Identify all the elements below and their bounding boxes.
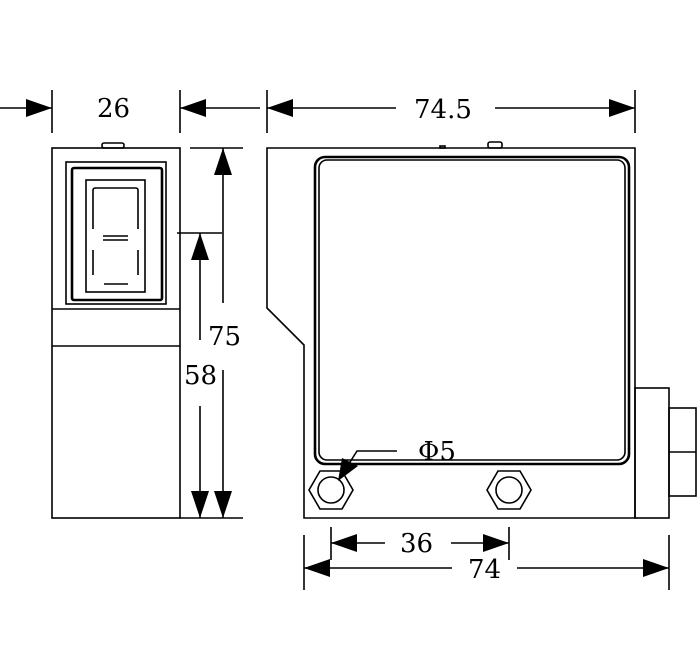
dimension-label: 75 [208, 322, 241, 352]
mounting-hole-left [308, 470, 354, 510]
side-view [51, 142, 181, 519]
connector [634, 387, 697, 519]
seven-segment-digit-icon [92, 187, 139, 285]
dimension-26: 26 [0, 90, 260, 133]
front-view [266, 141, 697, 519]
dimension-label: 26 [97, 94, 130, 124]
mounting-hole-right [486, 470, 532, 510]
dimension-label: 74.5 [414, 95, 472, 125]
dimension-74: 74 [303, 535, 670, 590]
dimension-hole-diameter: Φ5 [338, 437, 456, 481]
dimension-58: 58 [177, 232, 222, 518]
dimension-label: Φ5 [418, 437, 456, 467]
dimension-label: 58 [184, 361, 217, 391]
dimension-label: 36 [400, 529, 433, 559]
dimension-36: 36 [330, 527, 510, 560]
dimension-74-5: 74.5 [266, 90, 636, 133]
display-window [65, 161, 167, 305]
dimension-75: 75 [180, 147, 243, 519]
dimension-label: 74 [468, 555, 501, 585]
